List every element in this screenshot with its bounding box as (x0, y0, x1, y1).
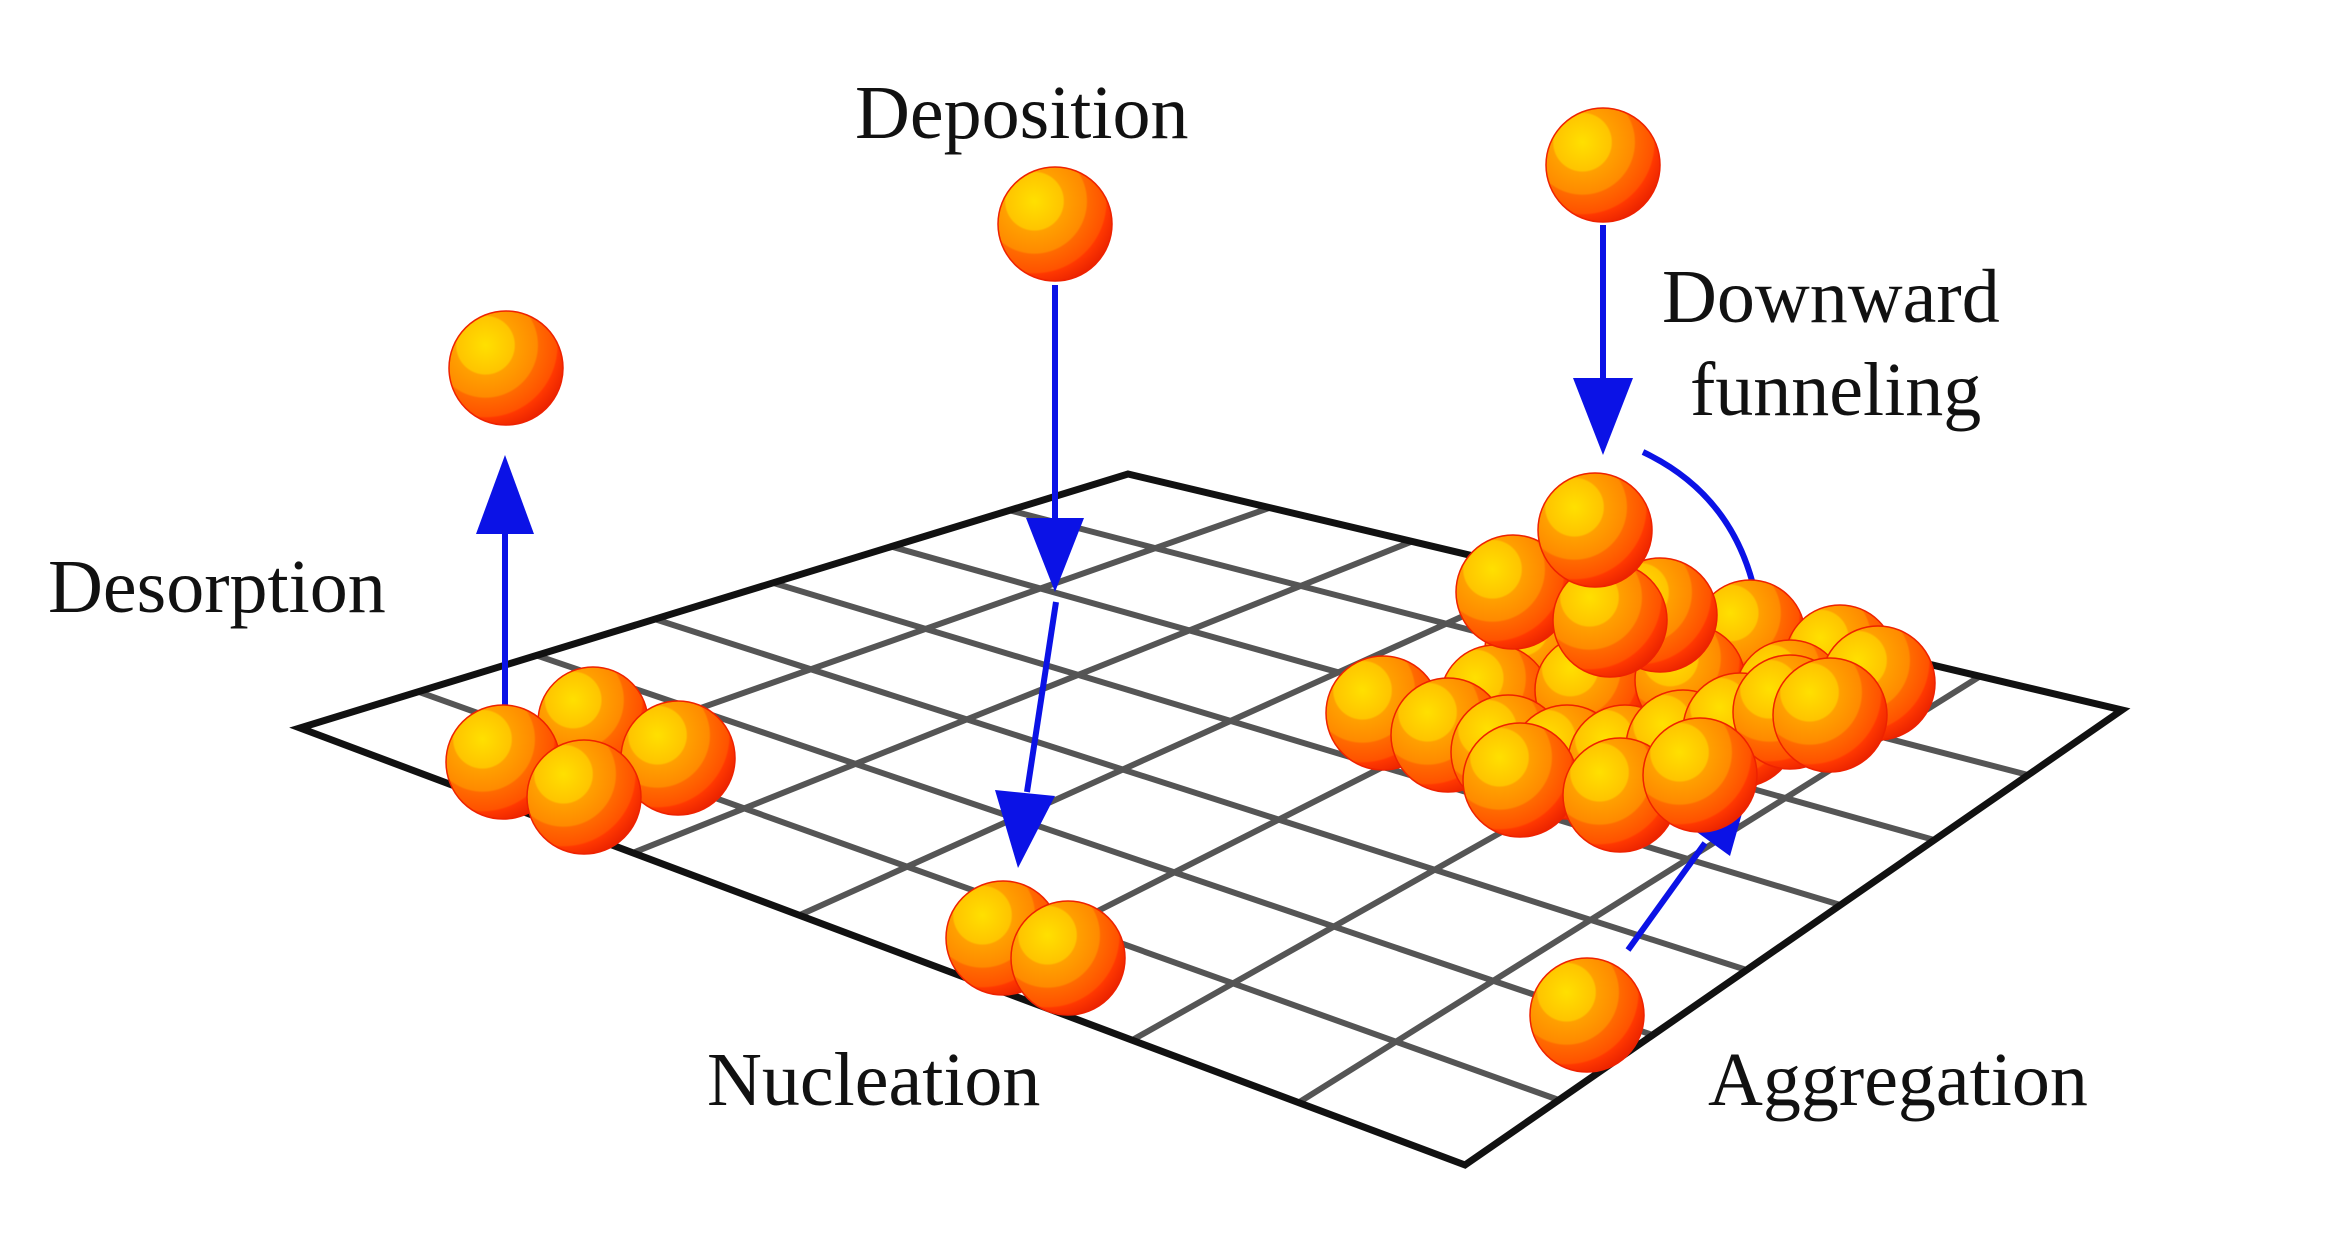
atom-sphere (1772, 657, 1888, 773)
atom-sphere (1545, 107, 1661, 223)
grid-line (770, 579, 1844, 908)
label-aggregation: Aggregation (1708, 1038, 2088, 1122)
deposition-arrow-icon (995, 285, 1084, 868)
label-deposition: Deposition (855, 71, 1189, 155)
atom-sphere (997, 166, 1113, 282)
atom-spheres (445, 107, 1936, 1073)
atom-sphere (1010, 900, 1126, 1016)
label-nucleation: Nucleation (707, 1038, 1040, 1122)
label-desorption: Desorption (48, 545, 386, 629)
atom-sphere (526, 739, 642, 855)
atom-sphere (1537, 472, 1653, 588)
grid-line (796, 572, 1557, 919)
grid-line (651, 616, 1750, 973)
label-funneling: funneling (1690, 348, 1981, 432)
grid-line (533, 652, 1656, 1038)
atom-sphere (1642, 717, 1758, 833)
process-labels: Deposition Desorption Downward funneling… (48, 71, 2088, 1122)
grid-line (629, 538, 1415, 856)
label-downward: Downward (1662, 255, 2000, 339)
atom-sphere (448, 310, 564, 426)
downward-arrow-icon (1573, 225, 1633, 455)
substrate-frame (289, 470, 2131, 1169)
atom-sphere (1462, 722, 1578, 838)
atom-sphere (1529, 957, 1645, 1073)
desorption-arrow-icon (476, 455, 534, 712)
